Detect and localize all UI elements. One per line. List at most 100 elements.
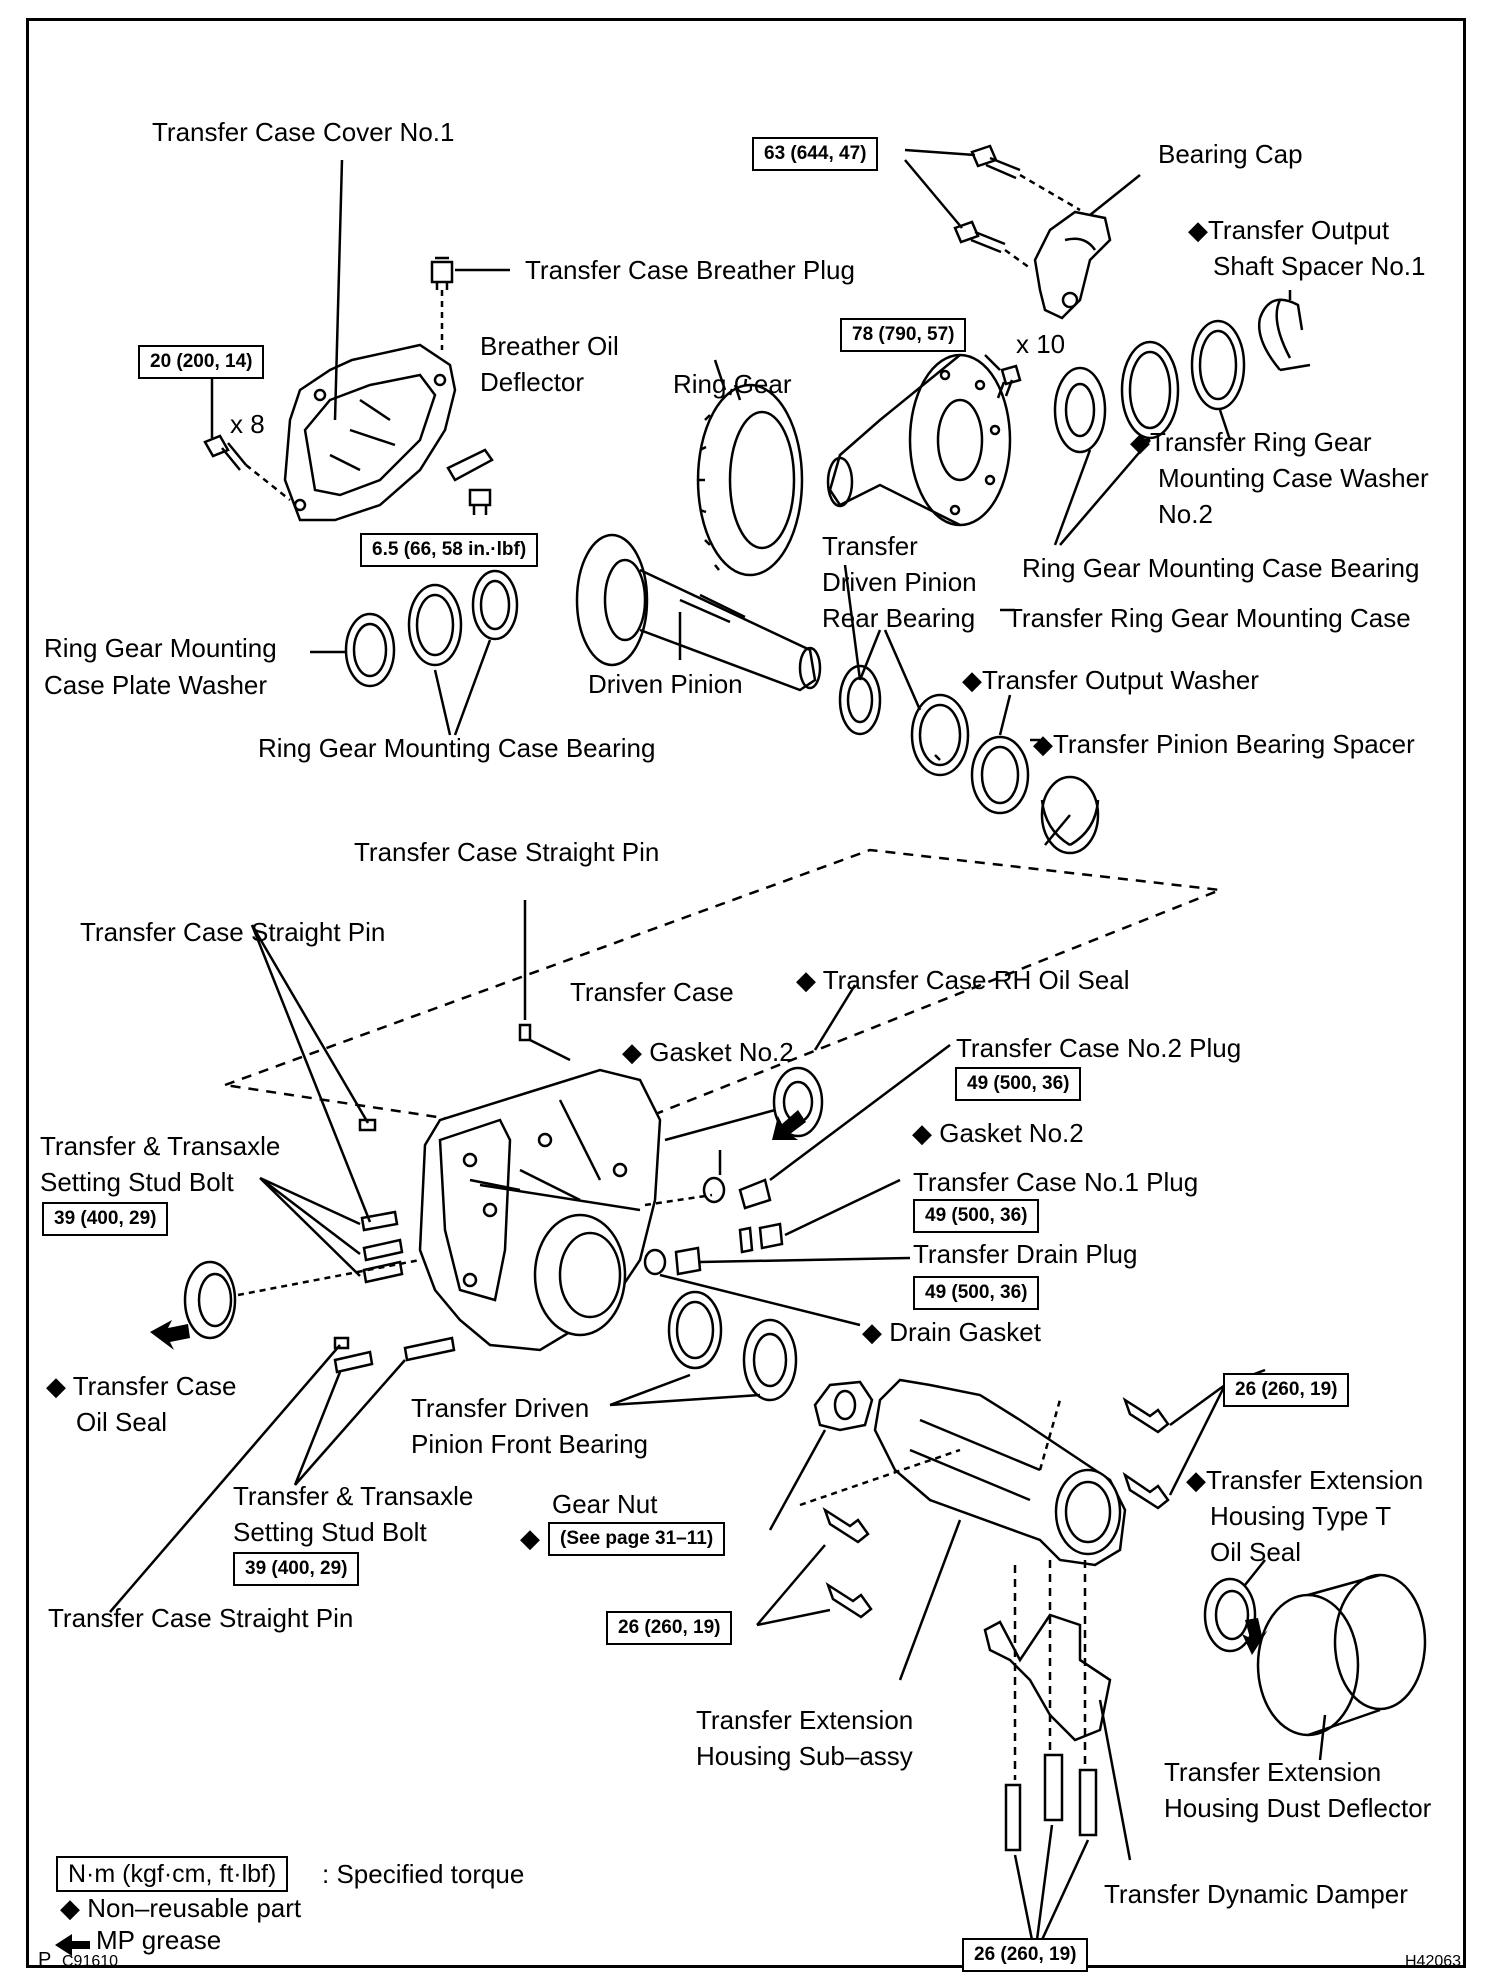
label-dust-deflector-line1: Transfer Extension	[1164, 1757, 1382, 1787]
gear-nut-drawing	[768, 1380, 874, 1531]
legend-mp-grease: MP grease	[96, 1925, 222, 1955]
label-front-bearing-line1: Transfer Driven	[411, 1393, 590, 1423]
legend-torque-desc: : Specified torque	[322, 1859, 525, 1889]
label-output-shaft-spacer-line2: Shaft Spacer No.1	[1213, 251, 1426, 281]
label-ring-gear-washer-line1: ◆Transfer Ring Gear	[1130, 427, 1372, 457]
torque-gear-nut: (See page 31–11)	[548, 1522, 726, 1556]
label-ring-gear: Ring Gear	[673, 369, 792, 399]
label-stud-bolt-top-line2: Setting Stud Bolt	[40, 1167, 234, 1197]
gear-nut-non-reusable-mark: ◆	[520, 1523, 540, 1553]
torque-bearing-cap: 63 (644, 47)	[752, 137, 879, 171]
label-x8: x 8	[230, 409, 265, 439]
output-spacer-drawing	[1257, 290, 1311, 372]
label-ext-oil-seal-line1: ◆Transfer Extension	[1186, 1465, 1424, 1495]
torque-no1-plug: 49 (500, 36)	[913, 1199, 1040, 1233]
label-no2-plug: Transfer Case No.2 Plug	[956, 1033, 1242, 1063]
label-breather-deflector-line1: Breather Oil	[480, 331, 619, 361]
legend-torque-unit: N·m (kgf·cm, ft·lbf)	[56, 1856, 289, 1892]
label-ext-housing-line2: Housing Sub–assy	[696, 1741, 913, 1771]
pinion-rear-bearing-drawing	[838, 629, 1100, 855]
label-ext-oil-seal-line3: Oil Seal	[1210, 1537, 1302, 1567]
label-plate-washer-line1: Ring Gear Mounting	[44, 633, 277, 663]
torque-ext-bolts-left: 26 (260, 19)	[606, 1611, 733, 1645]
label-case-oil-seal-line1: ◆ Transfer Case	[46, 1371, 237, 1401]
label-transfer-case-cover-no1: Transfer Case Cover No.1	[152, 117, 455, 147]
torque-drain-plug: 49 (500, 36)	[913, 1276, 1040, 1310]
figure-code: C91610	[62, 1953, 119, 1970]
ext-oil-seal-drawing	[1203, 1559, 1266, 1653]
straight-pins-drawing	[109, 900, 571, 1613]
label-gasket-no2-top: ◆ Gasket No.2	[622, 1037, 794, 1067]
label-x10: x 10	[1016, 329, 1066, 359]
breather-deflector-drawing	[446, 448, 494, 515]
label-ring-gear-mounting-case: Transfer Ring Gear Mounting Case	[1007, 603, 1411, 633]
label-output-washer: ◆Transfer Output Washer	[962, 665, 1259, 695]
label-gear-nut: Gear Nut	[552, 1489, 658, 1519]
label-driven-pinion-rear-bearing-line1: Transfer	[822, 531, 918, 561]
bearing-cap-bolts-drawing	[904, 144, 1081, 270]
mp-grease-arrows	[55, 1110, 1268, 1956]
label-breather-plug: Transfer Case Breather Plug	[525, 255, 855, 285]
label-stud-bolt-top-line1: Transfer & Transaxle	[40, 1131, 281, 1161]
label-ring-gear-washer-line3: No.2	[1158, 499, 1213, 529]
label-no1-plug: Transfer Case No.1 Plug	[913, 1167, 1199, 1197]
label-ring-gear-mounting-case-bearing-top: Ring Gear Mounting Case Bearing	[1022, 553, 1420, 583]
bearing-cap-drawing	[1033, 174, 1141, 320]
label-stud-bolt-bottom-line2: Setting Stud Bolt	[233, 1517, 427, 1547]
label-output-shaft-spacer-line1: ◆Transfer Output	[1188, 215, 1390, 245]
ring-gear-case-drawing	[826, 353, 1012, 527]
label-straight-pin-top: Transfer Case Straight Pin	[354, 837, 660, 867]
label-breather-deflector-line2: Deflector	[480, 367, 585, 397]
cover-bolt-drawing	[203, 378, 291, 501]
transfer-case-drawing	[418, 1068, 662, 1352]
torque-case-bolts: 78 (790, 57)	[840, 318, 967, 352]
torque-ext-bolts-right: 26 (260, 19)	[1223, 1373, 1350, 1407]
label-front-bearing-line2: Pinion Front Bearing	[411, 1429, 649, 1459]
torque-stud-top: 39 (400, 29)	[42, 1202, 169, 1236]
left-bearings-drawing	[310, 569, 519, 736]
label-ring-gear-mounting-case-bearing-left: Ring Gear Mounting Case Bearing	[258, 733, 656, 763]
label-driven-pinion-rear-bearing-line3: Rear Bearing	[822, 603, 976, 633]
label-stud-bolt-bottom-line1: Transfer & Transaxle	[233, 1481, 474, 1511]
label-driven-pinion: Driven Pinion	[588, 669, 743, 699]
label-gasket-no2-right: ◆ Gasket No.2	[912, 1118, 1084, 1148]
front-bearing-drawing	[609, 1290, 798, 1407]
page-mark: P	[38, 1949, 52, 1971]
rh-seal-plugs-drawing	[643, 984, 951, 1327]
label-ext-housing-line1: Transfer Extension	[696, 1705, 914, 1735]
label-dynamic-damper: Transfer Dynamic Damper	[1104, 1879, 1408, 1909]
label-ext-oil-seal-line2: Housing Type T	[1210, 1501, 1392, 1531]
label-case-oil-seal-line2: Oil Seal	[76, 1407, 168, 1437]
legend-non-reusable: ◆ Non–reusable part	[60, 1893, 302, 1923]
label-dust-deflector-line2: Housing Dust Deflector	[1164, 1793, 1432, 1823]
dynamic-damper-drawing	[983, 1560, 1132, 1861]
torque-no2-plug: 49 (500, 36)	[955, 1067, 1082, 1101]
diagram-frame	[26, 18, 1466, 1968]
label-driven-pinion-rear-bearing-line2: Driven Pinion	[822, 567, 977, 597]
label-bearing-cap: Bearing Cap	[1158, 139, 1303, 169]
label-pinion-bearing-spacer: ◆Transfer Pinion Bearing Spacer	[1033, 729, 1415, 759]
dust-deflector-drawing	[1256, 1573, 1427, 1761]
damper-bolts-drawing	[1004, 1753, 1098, 1956]
leader-line	[333, 159, 344, 421]
label-plate-washer-line2: Case Plate Washer	[44, 670, 268, 700]
torque-cover-bolts: 20 (200, 14)	[138, 345, 265, 379]
torque-breather: 6.5 (66, 58 in.·lbf)	[360, 533, 539, 567]
label-drain-gasket: ◆ Drain Gasket	[862, 1317, 1041, 1347]
reference-code: H42063	[1405, 1953, 1462, 1970]
ring-gear-case-bearing-top-drawing	[1053, 319, 1246, 546]
stud-bolts-drawing	[250, 924, 456, 1486]
label-straight-pin-bottom: Transfer Case Straight Pin	[48, 1603, 354, 1633]
breather-plug-drawing	[430, 256, 510, 350]
driven-pinion-drawing	[575, 533, 822, 692]
torque-stud-bottom: 39 (400, 29)	[233, 1552, 360, 1586]
transfer-case-cover-drawing	[283, 343, 457, 522]
case-bolt-drawing	[984, 354, 1022, 399]
ring-gear-drawing	[696, 378, 804, 577]
extension-housing-drawing	[873, 1378, 1127, 1681]
torque-damper-bolts: 26 (260, 19)	[962, 1938, 1089, 1972]
label-transfer-case: Transfer Case	[570, 977, 734, 1007]
label-rh-oil-seal: ◆ Transfer Case RH Oil Seal	[796, 965, 1130, 995]
label-straight-pin-left: Transfer Case Straight Pin	[80, 917, 386, 947]
